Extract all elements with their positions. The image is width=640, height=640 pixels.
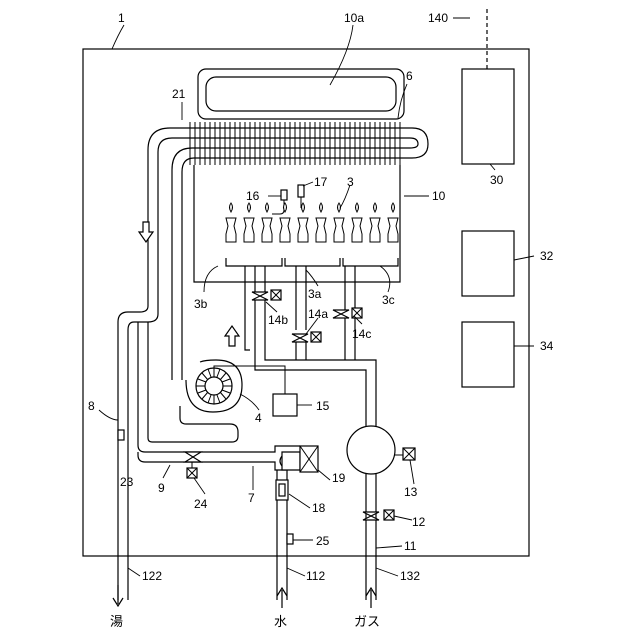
label-14a: 14a [308,307,328,321]
flow-down-arrow-icon [139,222,153,242]
sensor-13-icon [403,448,415,460]
control-box-30 [462,69,514,164]
valve-12-icon [363,510,394,520]
label-8: 8 [88,399,95,413]
water-in-arrow-icon [277,588,287,608]
valve-14c-icon [333,308,362,318]
label-18: 18 [312,501,326,515]
label-hx-top: 10a [344,11,364,25]
caption-hot-water: 湯 [110,615,123,630]
label-132: 132 [400,569,420,583]
label-10: 10 [432,189,446,203]
caption-gas: ガス [354,615,380,630]
label-12: 12 [412,515,426,529]
label-4: 4 [255,411,262,425]
manifold-3c [343,258,398,266]
label-7: 7 [248,491,255,505]
label-3: 3 [347,175,354,189]
label-13: 13 [404,485,418,499]
sensor-25-icon [287,534,293,544]
label-112: 112 [306,569,325,583]
sensor-17-icon [298,185,304,197]
label-14c: 14c [352,327,371,341]
valve-24-icon [185,452,201,478]
label-34: 34 [540,339,554,353]
label-32: 32 [540,249,554,263]
manifold-3a [285,258,340,266]
label-19: 19 [332,471,346,485]
label-140: 140 [428,11,448,25]
heat-exchanger-top-inner [206,77,396,111]
device-19-housing [282,452,300,470]
label-3b: 3b [194,297,208,311]
sensor-23-icon [118,430,124,440]
label-9: 9 [158,481,165,495]
label-11: 11 [404,539,417,553]
control-box-32 [462,231,514,296]
label-24: 24 [194,497,208,511]
hot-water-out-arrow-icon [113,585,123,606]
manifold-3b [226,258,282,266]
burner-row [226,203,398,242]
label-6: 6 [406,69,413,83]
gas-in-arrow-icon [366,588,376,608]
hot-water-pipe [118,300,148,600]
label-15: 15 [316,399,330,413]
caption-water: 水 [274,615,287,630]
air-flow-arrow-icon [225,326,239,346]
label-16: 16 [246,189,260,203]
chamber-13 [347,426,395,474]
valve-14b-icon [252,290,281,300]
motor-15 [273,394,297,416]
combustion-box [194,165,400,282]
label-122: 122 [142,569,162,583]
label-23: 23 [120,475,134,489]
label-housing: 1 [118,11,125,25]
heat-exchanger-tube-inner [158,138,418,380]
control-box-34 [462,322,514,387]
label-21: 21 [172,87,186,101]
label-25: 25 [316,534,330,548]
label-3a: 3a [308,287,322,301]
heat-exchanger-tube [148,128,428,380]
label-14b: 14b [268,313,288,327]
sensor-16-icon [281,190,287,200]
label-17: 17 [314,175,328,189]
label-30: 30 [490,173,504,187]
label-3c: 3c [382,293,395,307]
